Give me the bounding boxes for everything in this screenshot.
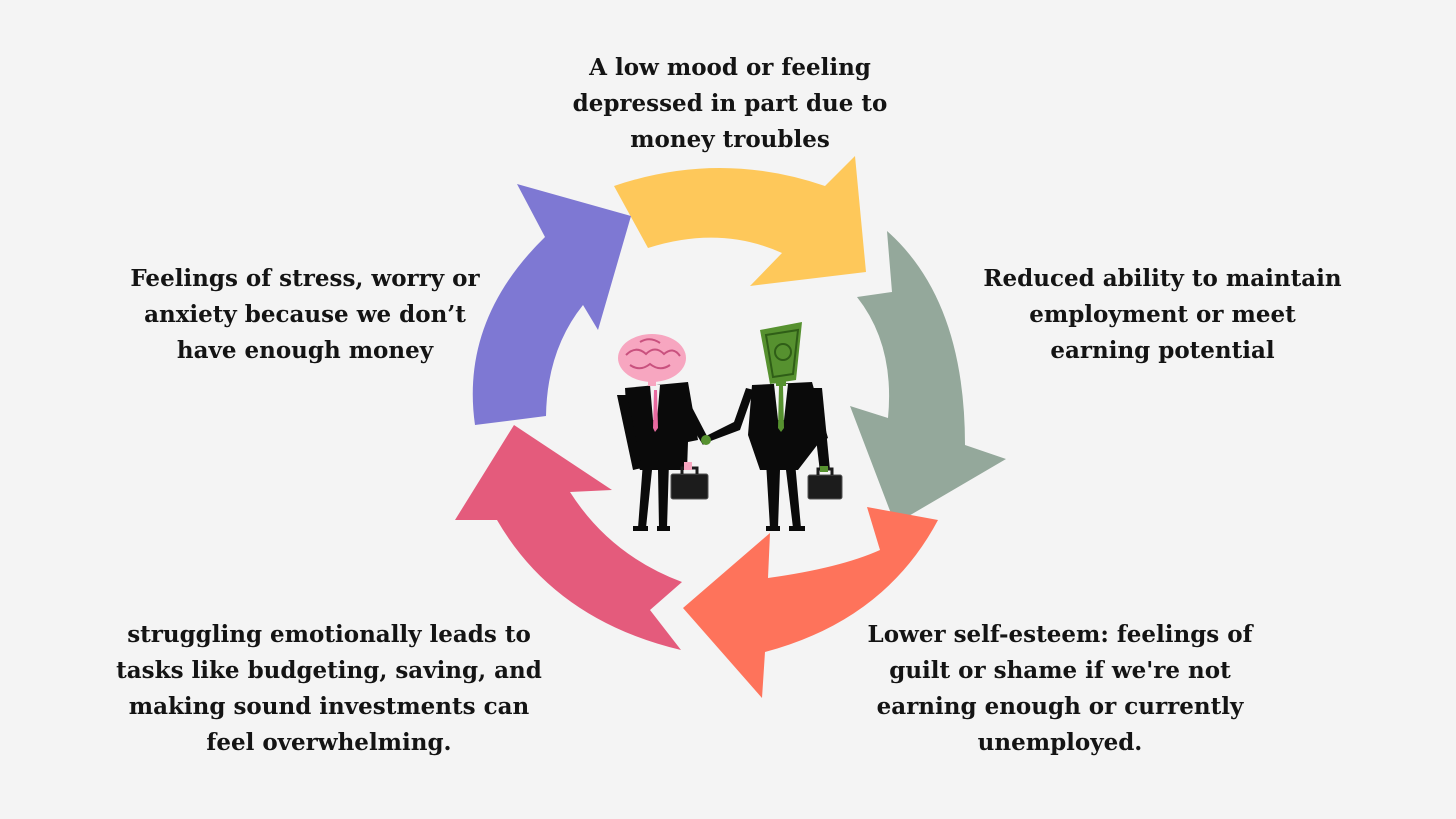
step-label-right: Reduced ability to maintain employment o… — [983, 265, 1342, 364]
arrow-orange — [683, 507, 938, 698]
step-label-left: Feelings of stress, worry or anxiety bec… — [130, 265, 480, 364]
brain-icon — [618, 334, 686, 386]
arrow-pink — [455, 425, 682, 650]
arrow-purple — [472, 184, 631, 425]
handshake-illustration — [617, 322, 843, 531]
money-head-businessman — [701, 322, 843, 531]
arrow-grey — [850, 231, 1006, 524]
cycle-arrows — [455, 156, 1006, 698]
step-label-bottom-left: struggling emotionally leads to tasks li… — [116, 621, 542, 756]
step-label-top: A low mood or feeling depressed in part … — [572, 54, 888, 153]
arrow-yellow — [614, 156, 866, 286]
money-bill-icon — [760, 322, 802, 386]
step-label-bottom-right: Lower self-esteem: feelings of guilt or … — [867, 621, 1253, 756]
brain-head-businessman — [617, 334, 709, 531]
